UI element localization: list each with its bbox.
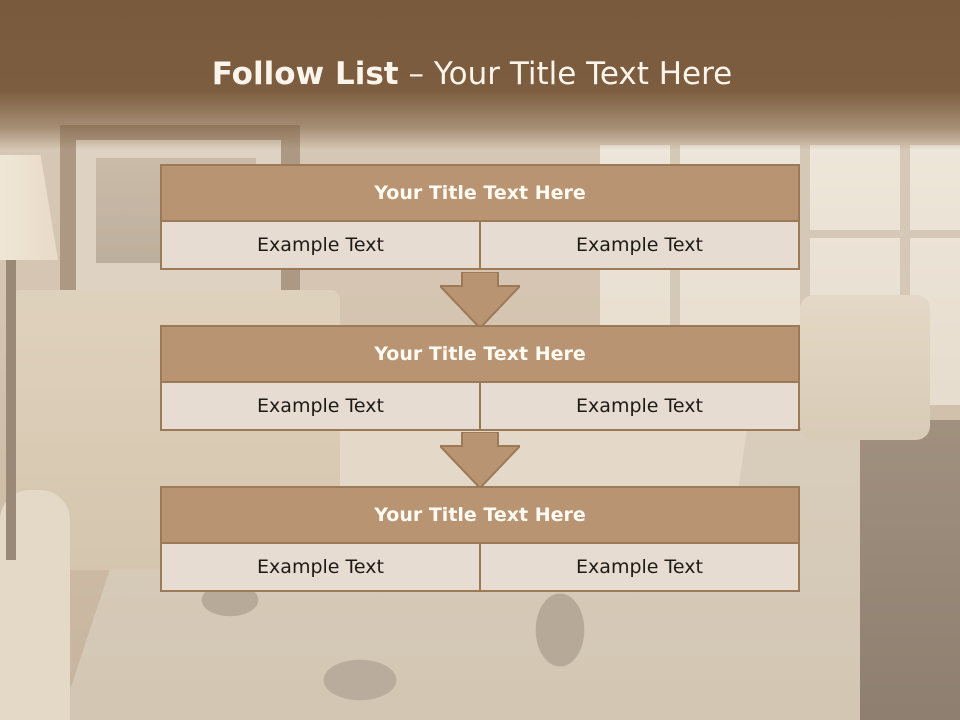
flow-step-left-text: Example Text [162,383,479,429]
flow-step-row: Example Text Example Text [162,383,798,429]
lamp-pole [6,260,16,560]
armchair [800,295,930,440]
flow-step-left-text: Example Text [162,222,479,268]
flow-step-title: Your Title Text Here [162,327,798,383]
down-arrow-icon [440,272,520,330]
flow-step-right-text: Example Text [479,383,798,429]
title-band [0,0,960,150]
flow-step-title: Your Title Text Here [162,166,798,222]
page-title-rest: – Your Title Text Here [398,56,733,92]
flow-step-right-text: Example Text [479,222,798,268]
flow-step-left-text: Example Text [162,544,479,590]
flow-step-row: Example Text Example Text [162,544,798,590]
page-title-bold: Follow List [211,56,399,92]
flow-step-title: Your Title Text Here [162,488,798,544]
flow-step-2: Your Title Text Here Example Text Exampl… [160,325,800,431]
flow-step-row: Example Text Example Text [162,222,798,268]
flow-step-1: Your Title Text Here Example Text Exampl… [160,164,800,270]
down-arrow-icon [440,432,520,490]
page-title: Follow List – Your Title Text Here [0,56,944,92]
flow-step-3: Your Title Text Here Example Text Exampl… [160,486,800,592]
flow-step-right-text: Example Text [479,544,798,590]
